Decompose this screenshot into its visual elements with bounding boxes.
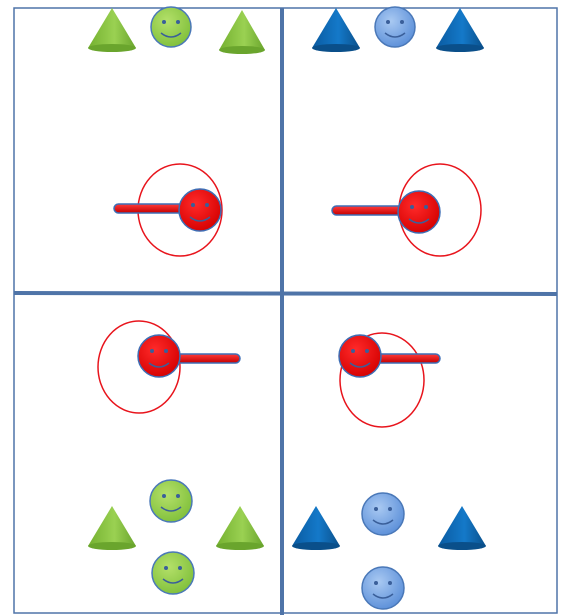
red-circle-outline: [339, 332, 425, 428]
horizontal-divider: [13, 291, 558, 296]
green-smiley-icon: [150, 6, 192, 48]
blue-smiley-icon: [374, 6, 416, 48]
green-cone-icon: [216, 506, 264, 550]
field-grid: [13, 7, 558, 615]
blue-cone-icon: [312, 8, 360, 52]
field-border: [13, 7, 558, 614]
red-smiley-with-stick-icon: [338, 334, 441, 378]
blue-cone-icon: [292, 506, 340, 550]
quadrant-top-right: [312, 6, 484, 257]
red-smiley-with-stick-icon: [137, 334, 241, 378]
blue-cone-icon: [436, 8, 484, 52]
quadrant-top-left: [88, 6, 265, 257]
blue-cone-icon: [438, 506, 486, 550]
red-smiley-with-stick-icon: [331, 190, 441, 234]
blue-smiley-icon: [361, 566, 405, 610]
quadrant-bottom-left: [88, 320, 264, 595]
green-smiley-icon: [149, 479, 193, 523]
green-cone-icon: [88, 8, 136, 52]
quadrant-bottom-right: [292, 332, 486, 610]
green-cone-icon: [219, 10, 265, 54]
red-smiley-with-stick-icon: [113, 188, 222, 232]
red-circle-outline: [97, 320, 181, 414]
green-smiley-icon: [151, 551, 195, 595]
blue-smiley-icon: [361, 492, 405, 536]
green-cone-icon: [88, 506, 136, 550]
